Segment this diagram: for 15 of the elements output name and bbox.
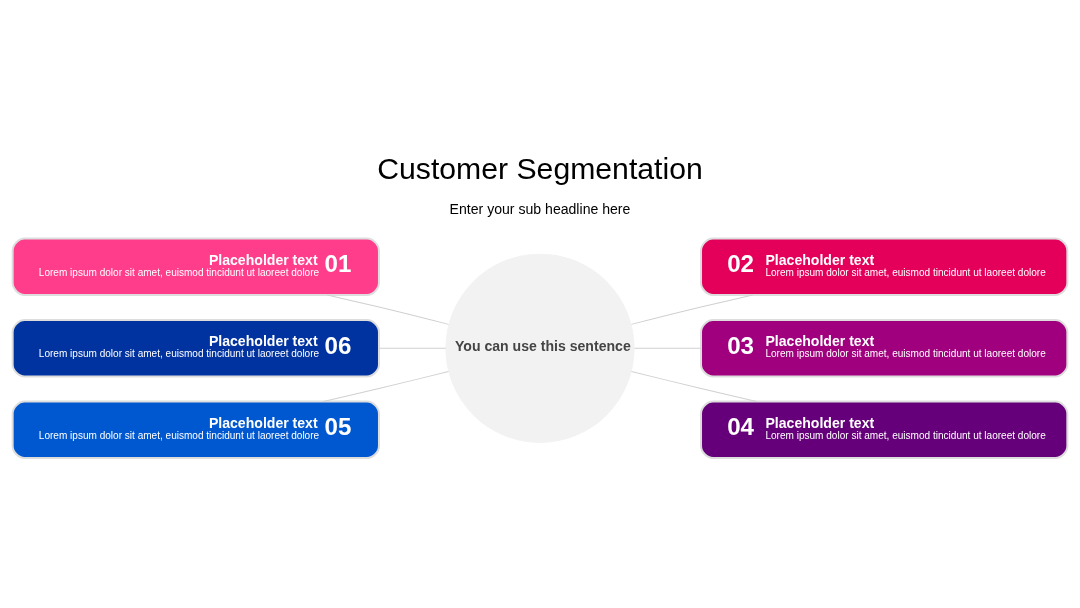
connector	[322, 370, 450, 402]
connector	[630, 294, 754, 325]
node-box: 02 Placeholder text Lorem ipsum dolor sit amet, euismod tincidunt ut laoreet dolore	[700, 237, 1069, 296]
connector	[630, 370, 758, 402]
diagram-title: Customer Segmentation	[377, 151, 703, 185]
node-box: Placeholder text Lorem ipsum dolor sit amet, euismod tincidunt ut laoreet dolore 06	[11, 318, 380, 377]
connector	[378, 347, 447, 349]
node-circle: You can use this sentence	[445, 253, 635, 443]
node-box: Placeholder text Lorem ipsum dolor sit amet, euismod tincidunt ut laoreet dolore 01	[11, 237, 380, 296]
node-box: Placeholder text Lorem ipsum dolor sit amet, euismod tincidunt ut laoreet dolore 05	[11, 400, 380, 459]
connector	[326, 294, 450, 325]
node-box: 04 Placeholder text Lorem ipsum dolor sit amet, euismod tincidunt ut laoreet dolore	[700, 400, 1069, 459]
label: Enter your sub headline here	[449, 200, 631, 217]
connector	[634, 347, 702, 349]
node-box: 03 Placeholder text Lorem ipsum dolor sit amet, euismod tincidunt ut laoreet dolore	[700, 318, 1069, 377]
